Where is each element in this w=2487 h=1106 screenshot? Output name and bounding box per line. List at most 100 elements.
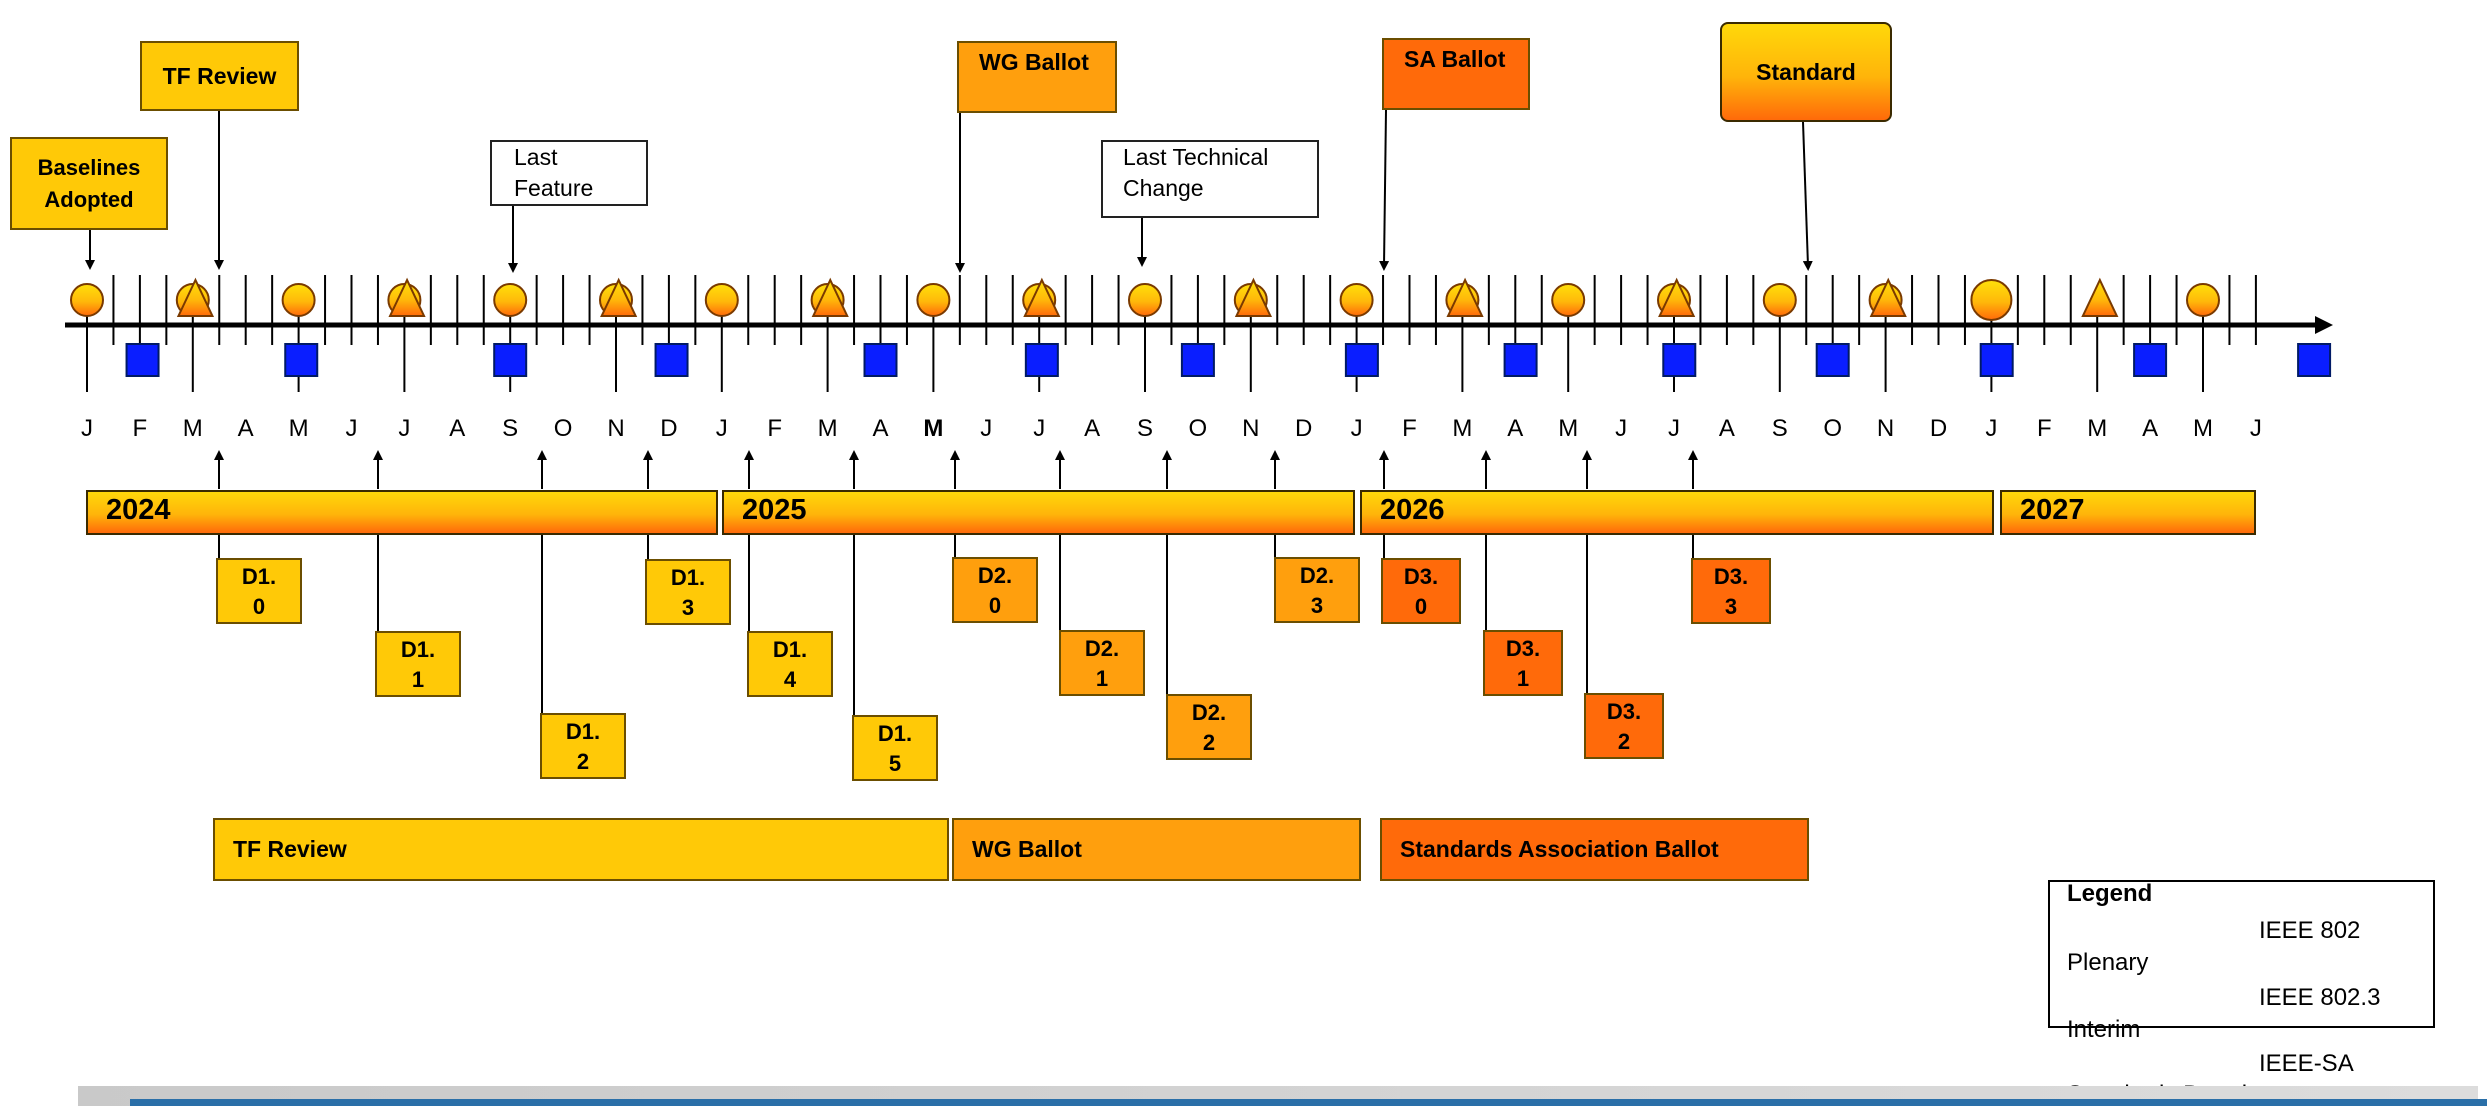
draft-d1-1-line1: D1.	[400, 637, 436, 662]
draft-d1-0-line2: 0	[252, 594, 266, 619]
draft-d2-1: D2.1	[1059, 630, 1145, 696]
tf-review-milestone-box: TF Review	[140, 41, 299, 111]
milestone-arrow	[1379, 109, 1390, 271]
ieee802-triangle-icon	[1023, 277, 1061, 317]
plenary-circle-icon	[493, 283, 528, 317]
time-axis-arrowhead	[2315, 316, 2333, 334]
month-label: A	[2142, 415, 2159, 442]
draft-d3-1-line1: D3.	[1505, 636, 1541, 661]
legend-title: Legend	[2067, 880, 2153, 907]
interim-square-icon	[1344, 343, 1379, 377]
month-label: J	[2249, 415, 2262, 442]
month-label: M	[1558, 415, 1579, 442]
draft-d3-0-line2: 0	[1414, 594, 1428, 619]
year-bar-2027: 2027	[2000, 490, 2256, 535]
phase-wg-ballot: WG Ballot	[952, 818, 1361, 881]
draft-d2-2: D2.2	[1166, 694, 1252, 760]
last-technical-change-label: Last Technical Change	[1123, 144, 1269, 201]
interim-square-icon	[863, 343, 898, 377]
footer-accent-line	[130, 1099, 2487, 1106]
draft-d1-4: D1.4	[747, 631, 833, 697]
interim-square-icon	[1180, 343, 1215, 377]
phase-wg-ballot-label: WG Ballot	[972, 836, 1082, 862]
interim-square-icon	[1979, 343, 2014, 377]
draft-d1-2-line1: D1.	[565, 719, 601, 744]
month-label: A	[1718, 415, 1735, 442]
month-label: A	[1507, 415, 1524, 442]
plenary-circle-icon	[1128, 283, 1162, 317]
plenary-circle-icon	[70, 283, 104, 317]
month-label: M	[817, 415, 838, 442]
interim-square-icon	[125, 343, 160, 377]
ieee802-triangle-icon	[388, 277, 426, 317]
draft-d1-0: D1.0	[216, 558, 302, 624]
month-label: D	[660, 415, 678, 442]
baselines-adopted-box: Baselines Adopted	[10, 137, 168, 230]
draft-d2-2-line2: 2	[1202, 730, 1216, 755]
month-tick-marks	[86, 275, 2257, 392]
ieee802-triangle-icon	[1446, 277, 1484, 317]
month-label: J	[715, 415, 728, 442]
sa-ballot-milestone-box: SA Ballot	[1382, 38, 1530, 110]
draft-d2-2-line1: D2.	[1191, 700, 1227, 725]
connector-arrows	[85, 109, 1813, 715]
ieee802-triangle-icon	[1658, 277, 1696, 317]
phase-tf-review: TF Review	[213, 818, 949, 881]
month-label: J	[1615, 415, 1628, 442]
legend-primary-name: IEEE 802	[2259, 917, 2361, 944]
standard-label: Standard	[1756, 58, 1856, 85]
interim-square-icon	[2297, 343, 2332, 377]
draft-d1-2-line2: 2	[576, 749, 590, 774]
ieee802-triangle-icon	[600, 277, 638, 317]
month-label: J	[345, 415, 358, 442]
plenary-circle-icon	[916, 283, 951, 317]
ieee802-triangle-icon	[2081, 277, 2119, 317]
draft-d1-5-line1: D1.	[877, 721, 913, 746]
draft-d2-0-line2: 0	[988, 593, 1002, 618]
month-label: J	[1350, 415, 1363, 442]
month-label: S	[502, 415, 519, 442]
last-technical-change-box: Last Technical Change	[1101, 140, 1319, 218]
phase-sa-ballot-label: Standards Association Ballot	[1400, 836, 1719, 862]
month-label: J	[81, 415, 93, 442]
month-label: A	[872, 415, 889, 442]
month-label: M	[288, 415, 309, 442]
month-label: J	[1668, 415, 1680, 442]
month-label: S	[1136, 415, 1153, 442]
month-label: N	[607, 415, 625, 442]
interim-square-icon	[493, 343, 528, 377]
month-label: O	[553, 415, 573, 442]
draft-d2-1-line1: D2.	[1084, 636, 1120, 661]
draft-d3-1: D3.1	[1483, 630, 1563, 696]
draft-d2-0: D2.0	[952, 557, 1038, 623]
month-label: J	[398, 415, 411, 442]
legend-board-name: IEEE-SA	[2259, 1050, 2354, 1077]
draft-d2-3-line1: D2.	[1299, 563, 1335, 588]
month-label: F	[2036, 415, 2052, 442]
draft-d1-1: D1.1	[375, 631, 461, 697]
draft-d2-0-line1: D2.	[977, 563, 1013, 588]
interim-square-icon	[1024, 343, 1059, 377]
draft-d1-1-line2: 1	[411, 667, 425, 692]
plenary-circle-icon	[1551, 283, 1586, 317]
last-feature-box: Last Feature	[490, 140, 648, 206]
draft-d1-3-line1: D1.	[670, 565, 706, 590]
month-label: S	[1771, 415, 1788, 442]
draft-d3-0-line1: D3.	[1403, 564, 1439, 589]
draft-d1-3: D1.3	[645, 559, 731, 625]
legend-box	[2048, 880, 2435, 1028]
draft-d3-0: D3.0	[1381, 558, 1461, 624]
month-label: F	[1402, 415, 1417, 442]
month-label: A	[449, 415, 466, 442]
plenary-circle-icon	[281, 283, 316, 317]
legend-interim-suffix: Interim	[2067, 1016, 2141, 1043]
month-label: O	[1188, 415, 1208, 442]
month-label: F	[132, 415, 148, 442]
month-label: F	[767, 415, 783, 442]
legend-primary-suffix: Plenary	[2067, 949, 2149, 976]
legend-interim-name: IEEE 802.3	[2259, 984, 2381, 1011]
plenary-circle-icon	[1970, 279, 2013, 321]
draft-d1-5: D1.5	[852, 715, 938, 781]
year-label-2024: 2024	[106, 494, 171, 526]
